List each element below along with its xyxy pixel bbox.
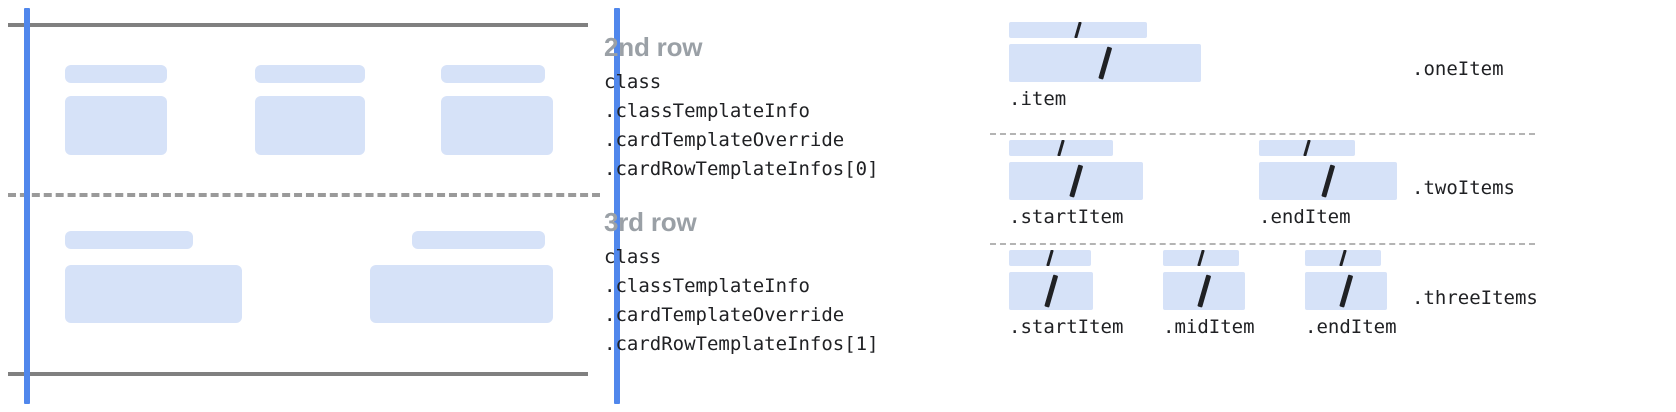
annotation-second-row: 2nd row class .classTemplateInfo .cardTe… bbox=[604, 30, 984, 184]
variant-one-item: .item .oneItem bbox=[985, 22, 1676, 134]
slot-big-placeholder bbox=[1009, 44, 1201, 82]
variant-two-items: .startItem .endItem .twoItems bbox=[985, 134, 1676, 244]
slot-big-placeholder bbox=[1009, 162, 1143, 200]
guide-line-row-divider bbox=[8, 193, 600, 197]
slot-label: .midItem bbox=[1163, 316, 1255, 338]
row3-cell1-label-placeholder bbox=[65, 231, 193, 249]
row3-cell1-body-placeholder bbox=[65, 265, 242, 323]
slot-start-item: .startItem bbox=[1009, 140, 1143, 230]
slash-icon bbox=[1321, 164, 1335, 198]
variant-separator bbox=[990, 243, 1535, 245]
slash-icon bbox=[1197, 250, 1205, 266]
slash-icon bbox=[1303, 140, 1311, 156]
annotation-line: class bbox=[604, 246, 662, 268]
annotation-line: .classTemplateInfo bbox=[604, 100, 810, 122]
variant-name: .threeItems bbox=[1412, 287, 1538, 309]
annotation-line: .classTemplateInfo bbox=[604, 275, 810, 297]
slash-icon bbox=[1044, 274, 1058, 308]
slot-small-placeholder bbox=[1009, 140, 1113, 156]
slot-big-placeholder bbox=[1259, 162, 1397, 200]
slot-small-placeholder bbox=[1009, 22, 1147, 38]
slash-icon bbox=[1074, 22, 1082, 38]
annotation-line: .cardRowTemplateInfos[0] bbox=[604, 158, 879, 180]
slash-icon bbox=[1069, 164, 1083, 198]
slash-icon bbox=[1098, 46, 1112, 80]
row3-cell2-body-placeholder bbox=[370, 265, 553, 323]
row2-cell1-body-placeholder bbox=[65, 96, 167, 155]
guide-line-left-edge bbox=[24, 8, 30, 404]
variants-panel: .item .oneItem .startItem bbox=[985, 0, 1676, 412]
guide-line-top bbox=[8, 23, 588, 27]
guide-line-bottom bbox=[8, 372, 588, 376]
slot-start-item: .startItem bbox=[1009, 250, 1123, 340]
row2-cell3-label-placeholder bbox=[441, 65, 545, 83]
slot-big-placeholder bbox=[1009, 272, 1093, 310]
slot-label: .endItem bbox=[1305, 316, 1397, 338]
slash-icon bbox=[1339, 274, 1353, 308]
slot-big-placeholder bbox=[1305, 272, 1387, 310]
slot-label: .endItem bbox=[1259, 206, 1351, 228]
slot-small-placeholder bbox=[1259, 140, 1355, 156]
slot-label: .startItem bbox=[1009, 316, 1124, 338]
annotation-third-row: 3rd row class .classTemplateInfo .cardTe… bbox=[604, 205, 984, 359]
slash-icon bbox=[1339, 250, 1347, 266]
slot-small-placeholder bbox=[1305, 250, 1381, 266]
slot-big-placeholder bbox=[1163, 272, 1245, 310]
slot-small-placeholder bbox=[1009, 250, 1091, 266]
annotation-line: .cardTemplateOverride bbox=[604, 304, 845, 326]
variant-name: .twoItems bbox=[1412, 177, 1515, 199]
slash-icon bbox=[1197, 274, 1211, 308]
row2-cell3-body-placeholder bbox=[441, 96, 553, 155]
slash-icon bbox=[1057, 140, 1065, 156]
annotation-title: 3rd row bbox=[604, 207, 697, 237]
annotation-line: class bbox=[604, 71, 662, 93]
variant-name: .oneItem bbox=[1412, 58, 1504, 80]
annotation-line: .cardTemplateOverride bbox=[604, 129, 845, 151]
guide-line-right-edge bbox=[614, 8, 620, 404]
row2-cell1-label-placeholder bbox=[65, 65, 167, 83]
slot-end-item: .endItem bbox=[1259, 140, 1397, 230]
annotation-title: 2nd row bbox=[604, 32, 703, 62]
variant-three-items: .startItem .midItem .endItem bbox=[985, 244, 1676, 356]
variant-separator bbox=[990, 133, 1535, 135]
slot-item: .item bbox=[1009, 22, 1201, 112]
slot-label: .startItem bbox=[1009, 206, 1124, 228]
slot-small-placeholder bbox=[1163, 250, 1239, 266]
row2-cell2-body-placeholder bbox=[255, 96, 365, 155]
slot-label: .item bbox=[1009, 88, 1067, 110]
row3-cell2-label-placeholder bbox=[412, 231, 545, 249]
slot-end-item: .endItem bbox=[1305, 250, 1397, 340]
annotation-line: .cardRowTemplateInfos[1] bbox=[604, 333, 879, 355]
slot-mid-item: .midItem bbox=[1163, 250, 1255, 340]
row2-cell2-label-placeholder bbox=[255, 65, 365, 83]
card-preview-panel bbox=[0, 0, 620, 412]
slash-icon bbox=[1046, 250, 1054, 266]
